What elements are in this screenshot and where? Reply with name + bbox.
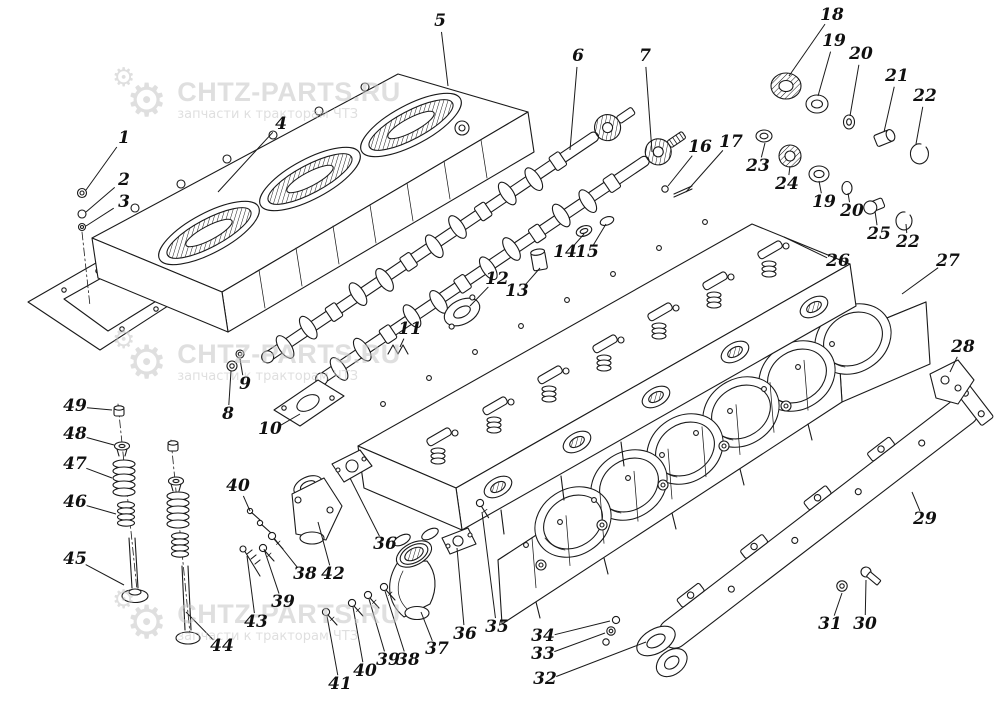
water-manifold (655, 380, 994, 678)
thermostat-housing-group (239, 449, 373, 577)
valve-springs (112, 459, 190, 558)
seals-and-plugs (755, 72, 929, 231)
cover-vent-oval (360, 92, 462, 158)
outlet-elbow-group (389, 527, 477, 621)
cover-vent-oval (259, 146, 361, 212)
rocker-assemblies (380, 219, 829, 499)
valve-second (175, 565, 201, 645)
manifold-fittings (602, 359, 975, 657)
valve-assembly-parts (112, 403, 201, 645)
cylinder-block (497, 288, 931, 625)
cylinder-head (357, 219, 857, 547)
leader-lines (85, 23, 958, 677)
camshaft-second (315, 131, 686, 386)
cover-vent-oval (158, 200, 260, 266)
cylinder-bores (520, 288, 906, 619)
camshaft (261, 107, 636, 364)
valve-cover (91, 73, 535, 333)
valve (121, 537, 149, 604)
cover-bolt-bosses (130, 82, 488, 309)
